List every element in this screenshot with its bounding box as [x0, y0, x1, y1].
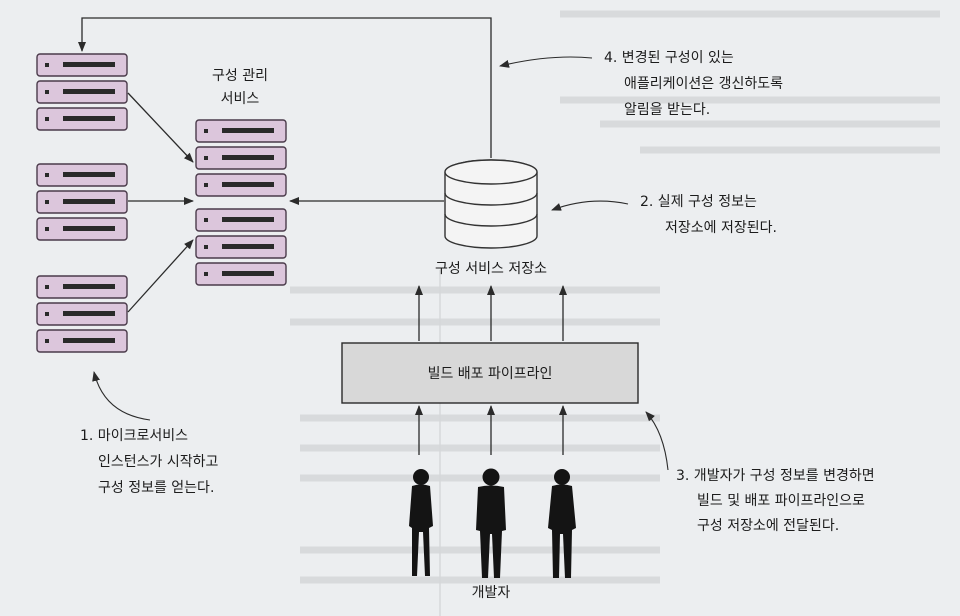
server-rack-icon — [195, 119, 287, 197]
annotation-3-line2: 빌드 및 배포 파이프라인으로 — [697, 493, 865, 509]
annotation-2-line2: 저장소에 저장된다. — [665, 220, 777, 236]
server-rack-icon — [36, 53, 128, 131]
server-rack-icon — [195, 208, 287, 286]
annotation-4-line1: 4. 변경된 구성이 있는 — [604, 50, 734, 66]
developers-label: 개발자 — [472, 585, 511, 601]
annotation-1-line2: 인스턴스가 시작하고 — [98, 454, 218, 470]
annotation-4-line2: 애플리케이션은 갱신하도록 — [624, 76, 783, 92]
annotation-3: 3. 개발자가 구성 정보를 변경하면 빌드 및 배포 파이프라인으로 구성 저… — [676, 468, 875, 534]
config-service-label-line2: 서비스 — [221, 91, 260, 107]
annotation-4-pointer — [499, 56, 593, 68]
config-service-servers — [195, 119, 287, 286]
arrow-group1-to-config — [127, 92, 194, 163]
annotation-2-line1: 2. 실제 구성 정보는 — [640, 194, 757, 210]
server-rack-icon — [36, 275, 128, 353]
pipeline-box — [341, 342, 639, 404]
server-rack-icon — [36, 163, 128, 241]
annotation-3-line1: 3. 개발자가 구성 정보를 변경하면 — [676, 468, 875, 484]
microservice-group-3 — [36, 275, 128, 353]
person-silhouette-icon — [476, 468, 506, 578]
annotation-2-pointer — [551, 200, 629, 211]
annotation-3-line3: 구성 저장소에 전달된다. — [697, 518, 839, 534]
annotation-1: 1. 마이크로서비스 인스턴스가 시작하고 구성 정보를 얻는다. — [80, 428, 218, 496]
person-silhouette-icon — [548, 469, 576, 578]
microservice-group-2 — [36, 163, 128, 241]
person-silhouette-icon — [409, 469, 433, 576]
microservice-group-1 — [36, 53, 128, 131]
config-service-label-line1: 구성 관리 — [212, 68, 268, 84]
database-icon — [444, 159, 538, 249]
arrow-notify-microservices — [78, 17, 492, 158]
annotation-2: 2. 실제 구성 정보는 저장소에 저장된다. — [640, 194, 777, 236]
repository-label: 구성 서비스 저장소 — [435, 261, 547, 277]
annotation-3-pointer — [645, 411, 669, 471]
annotation-1-line3: 구성 정보를 얻는다. — [98, 480, 214, 496]
arrow-group3-to-config — [127, 239, 194, 313]
annotation-1-pointer — [92, 371, 151, 421]
annotation-4: 4. 변경된 구성이 있는 애플리케이션은 갱신하도록 알림을 받는다. — [604, 50, 783, 118]
pipeline-label: 빌드 배포 파이프라인 — [428, 366, 553, 382]
annotation-1-line1: 1. 마이크로서비스 — [80, 428, 188, 444]
annotation-4-line3: 알림을 받는다. — [624, 102, 710, 118]
